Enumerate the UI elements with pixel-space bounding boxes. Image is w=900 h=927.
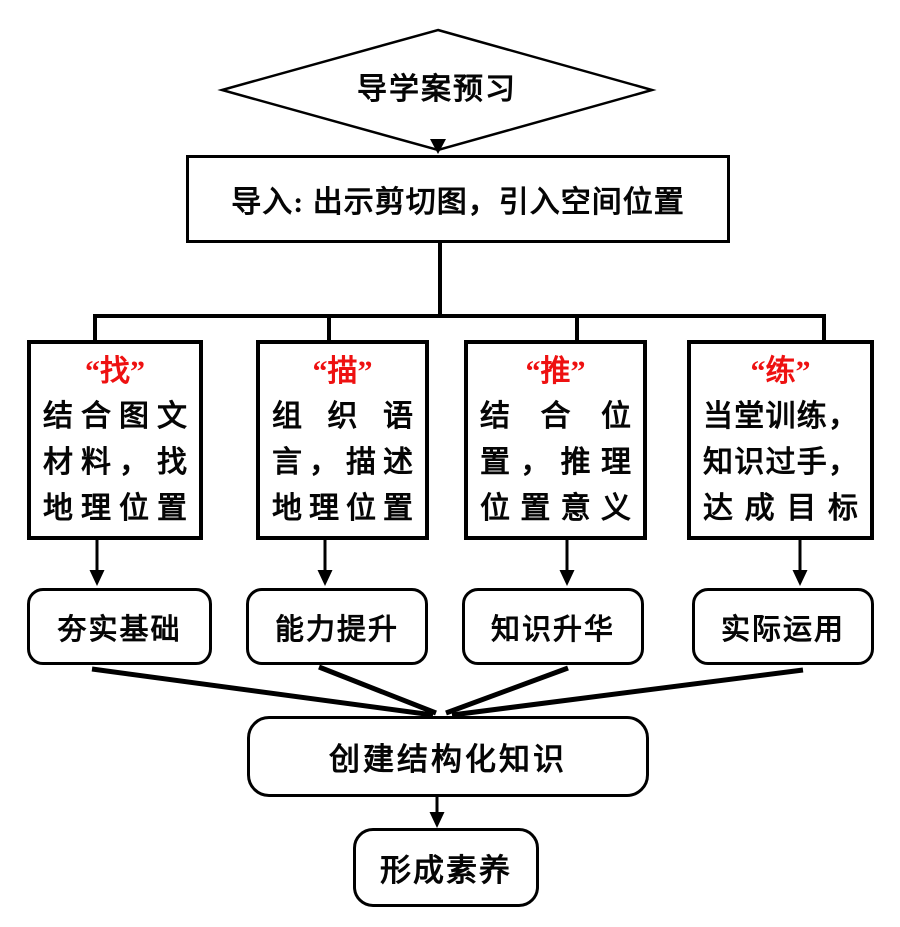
arrow-head-2-icon [317, 570, 333, 586]
converge-line-1 [91, 666, 434, 718]
converge-line-3 [445, 665, 569, 716]
step-line: 地理位置 [272, 492, 413, 525]
outcome-box-foundation: 夯实基础 [27, 588, 212, 665]
intro-label: 导入: 出示剪切图，引入空间位置 [231, 186, 685, 219]
step-line: 当堂训练， [703, 400, 858, 433]
step-line: 结合图文 [43, 400, 187, 433]
outcome-label: 实际运用 [720, 613, 845, 646]
step-line: 材料，找 [43, 446, 187, 479]
synthesis-box: 创建结构化知识 [247, 716, 649, 797]
diamond-arrowhead-icon [430, 139, 446, 154]
step-tag: “推” [525, 355, 586, 388]
final-arrow-head-icon [429, 812, 445, 828]
step-line: 知识过手， [703, 446, 858, 479]
step-box-miao: “描” 组织语 言，描述 地理位置 [256, 340, 429, 540]
outcome-label: 能力提升 [274, 613, 399, 646]
diamond-title: 导学案预习 [357, 73, 517, 107]
intro-box: 导入: 出示剪切图，引入空间位置 [186, 155, 730, 243]
outcome-box-knowledge: 知识升华 [462, 588, 644, 665]
step-tag: “找” [85, 355, 145, 388]
converge-line-2 [318, 664, 437, 716]
converge-line-4 [451, 667, 804, 718]
outcome-label: 夯实基础 [57, 613, 182, 646]
arrow-head-4-icon [792, 570, 808, 586]
step-line: 达成目标 [703, 492, 858, 525]
step-tag: “练” [750, 355, 811, 388]
step-tag: “描” [312, 355, 373, 388]
step-line: 组织语 [272, 400, 413, 433]
step-line: 位置意义 [480, 492, 631, 525]
step-box-lian: “练” 当堂训练， 知识过手， 达成目标 [687, 340, 874, 540]
step-box-zhao: “找” 结合图文 材料，找 地理位置 [27, 340, 203, 540]
final-box: 形成素养 [353, 828, 539, 907]
outcome-label: 知识升华 [490, 613, 615, 646]
outcome-box-ability: 能力提升 [246, 588, 428, 665]
synthesis-label: 创建结构化知识 [329, 742, 567, 777]
step-line: 置，推理 [480, 446, 631, 479]
arrow-head-1-icon [89, 570, 105, 586]
step-line: 言，描述 [272, 446, 413, 479]
step-line: 地理位置 [43, 492, 187, 525]
step-line: 结合位 [480, 400, 631, 433]
final-label: 形成素养 [380, 853, 512, 888]
branch-rail [93, 314, 826, 341]
outcome-box-practice: 实际运用 [692, 588, 874, 665]
step-box-tui: “推” 结合位 置，推理 位置意义 [464, 340, 647, 540]
arrow-head-3-icon [559, 570, 575, 586]
